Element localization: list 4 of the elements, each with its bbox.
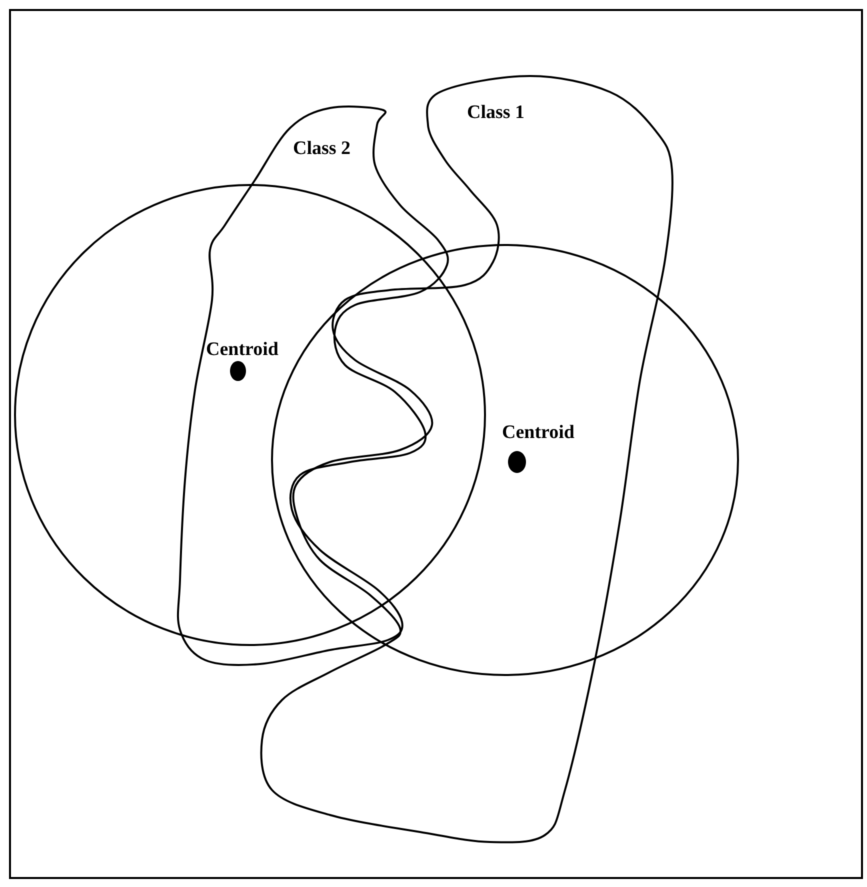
- centroid-label: Centroid: [206, 340, 278, 359]
- class-label: Class 1: [467, 103, 525, 122]
- centroid-label: Centroid: [502, 423, 574, 442]
- class-label: Class 2: [293, 139, 351, 158]
